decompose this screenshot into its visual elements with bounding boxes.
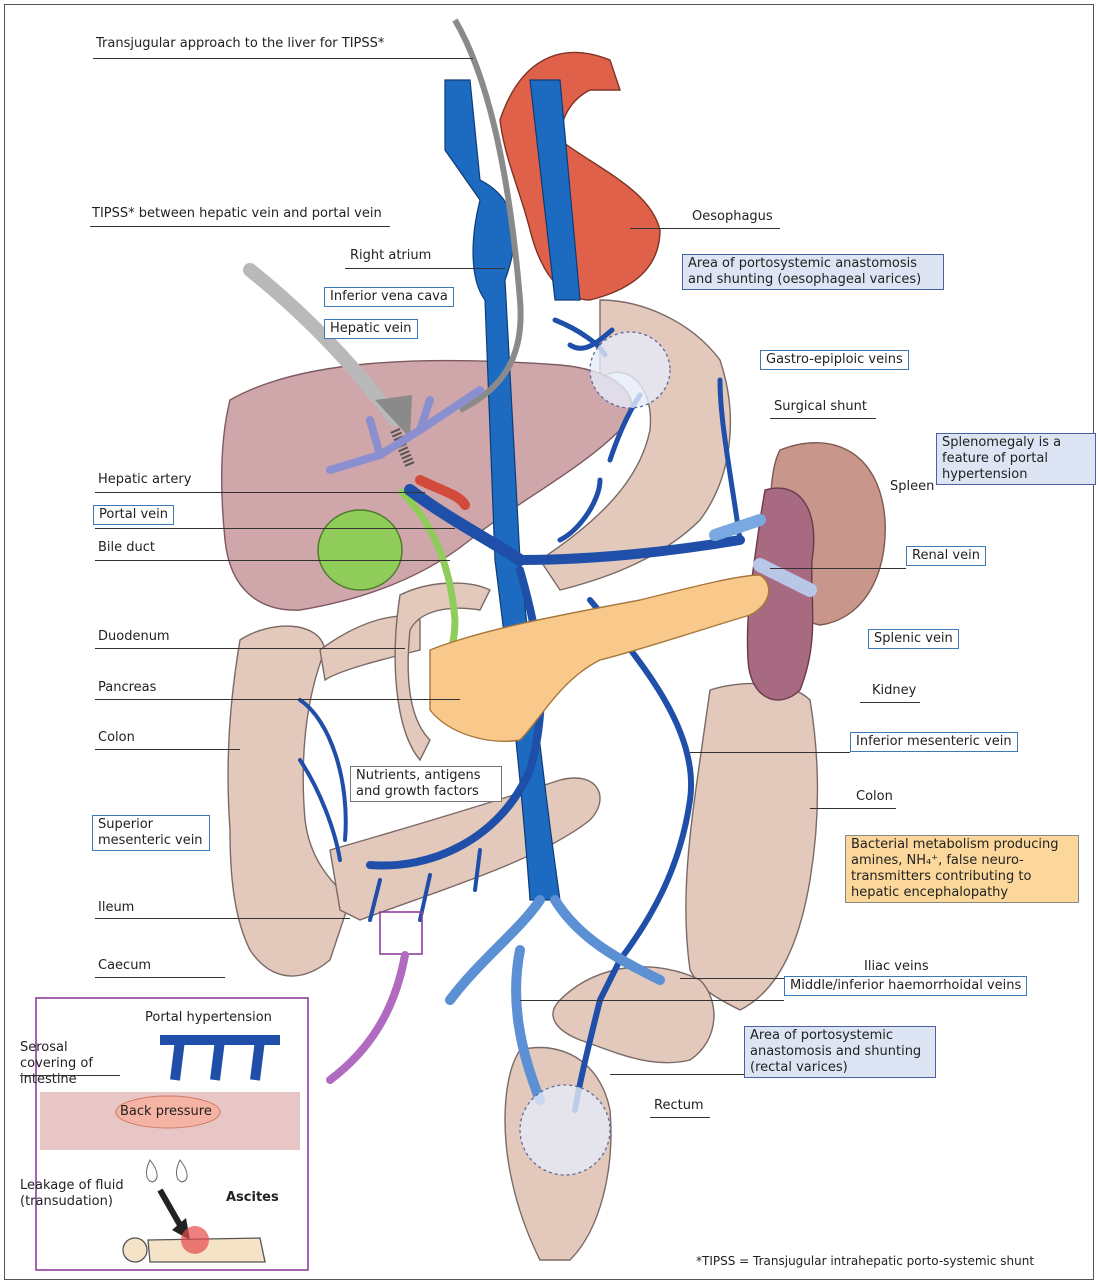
kidney-label: Kidney xyxy=(872,683,916,699)
oesophageal-shunt-area xyxy=(590,332,670,408)
leader-caecum xyxy=(95,977,225,978)
inset-back-pressure-label: Back pressure xyxy=(120,1104,212,1120)
splenomegaly-label: Splenomegaly is a feature of portal hype… xyxy=(936,433,1096,485)
leader-portal-vein xyxy=(95,528,455,529)
bacterial-metabolism-label: Bacterial metabolism producing amines, N… xyxy=(845,835,1079,903)
leader-colon-left xyxy=(95,749,240,750)
spleen-label: Spleen xyxy=(890,479,934,495)
inferior-mesenteric-vein-label: Inferior mesenteric vein xyxy=(850,732,1018,752)
iliac-veins-label: Iliac veins xyxy=(864,959,929,975)
colon-left-label: Colon xyxy=(98,730,135,746)
intestine-sample-box xyxy=(380,912,422,954)
magnify-arrow xyxy=(330,955,405,1080)
leader-duodenum xyxy=(95,648,405,649)
gallbladder xyxy=(318,510,402,590)
surgical-shunt-label: Surgical shunt xyxy=(774,399,867,415)
leader-inset-serosal xyxy=(20,1075,120,1076)
leader-oesophagus xyxy=(630,228,780,229)
ascending-colon xyxy=(228,626,350,976)
leader-renal-vein xyxy=(770,568,906,569)
inset-portal-hypertension: Portal hypertension xyxy=(145,1010,272,1026)
inset-ascites: Ascites xyxy=(226,1190,279,1206)
superior-mesenteric-vein-label: Superior mesenteric vein xyxy=(92,815,210,851)
leader-kidney xyxy=(860,702,920,703)
tipss-between-label: TIPSS* between hepatic vein and portal v… xyxy=(92,206,382,222)
pancreas-label: Pancreas xyxy=(98,680,156,696)
leader-transjugular xyxy=(93,58,473,59)
leader-imv xyxy=(690,752,850,753)
heart xyxy=(500,53,660,301)
inset-serosal: Serosal covering of intestine xyxy=(20,1040,115,1088)
leader-rectum xyxy=(650,1117,710,1118)
transjugular-label: Transjugular approach to the liver for T… xyxy=(96,36,384,52)
leader-right-atrium xyxy=(345,268,505,269)
haemorrhoidal-veins-label: Middle/inferior haemorrhoidal veins xyxy=(784,976,1027,996)
leader-ileum xyxy=(95,918,350,919)
descending-colon xyxy=(686,683,818,1010)
footnote: *TIPSS = Transjugular intrahepatic porto… xyxy=(696,1253,1034,1269)
oesophageal-shunt-label: Area of portosystemic anastomosis and sh… xyxy=(682,254,944,290)
nutrients-label: Nutrients, antigens and growth factors xyxy=(350,766,502,802)
leader-rectal-shunt xyxy=(610,1074,744,1075)
renal-vein-label: Renal vein xyxy=(906,546,986,566)
leader-colon-right xyxy=(810,808,896,809)
leader-bile-duct xyxy=(95,560,450,561)
leader-tipss-between xyxy=(90,226,390,227)
leader-pancreas xyxy=(95,699,460,700)
duodenum-label: Duodenum xyxy=(98,629,170,645)
surgical-shunt xyxy=(715,520,760,535)
hepatic-artery-label: Hepatic artery xyxy=(98,472,191,488)
bile-duct-label: Bile duct xyxy=(98,540,155,556)
hepatic-vein-label: Hepatic vein xyxy=(324,319,418,339)
leader-hepatic-artery xyxy=(95,492,425,493)
rectal-shunt-label: Area of portosystemic anastomosis and sh… xyxy=(744,1026,936,1078)
leader-surgical-shunt xyxy=(770,418,876,419)
rectal-shunt-area xyxy=(520,1085,610,1175)
ileum-label: Ileum xyxy=(98,900,134,916)
rectum-label: Rectum xyxy=(654,1098,704,1114)
gastro-epiploic-label: Gastro-epiploic veins xyxy=(760,350,909,370)
sigmoid-colon xyxy=(553,967,714,1063)
inset-ascites-glow xyxy=(181,1226,209,1254)
caecum-label: Caecum xyxy=(98,958,151,974)
portal-vein-label: Portal vein xyxy=(93,505,174,525)
right-atrium-label: Right atrium xyxy=(350,248,431,264)
oesophagus-label: Oesophagus xyxy=(692,209,773,225)
splenic-vein-label: Splenic vein xyxy=(868,629,959,649)
inferior-vena-cava-label: Inferior vena cava xyxy=(324,287,454,307)
inset-leakage: Leakage of fluid (transudation) xyxy=(20,1178,150,1210)
leader-haemorrhoidal xyxy=(520,1000,784,1001)
colon-right-label: Colon xyxy=(856,789,893,805)
